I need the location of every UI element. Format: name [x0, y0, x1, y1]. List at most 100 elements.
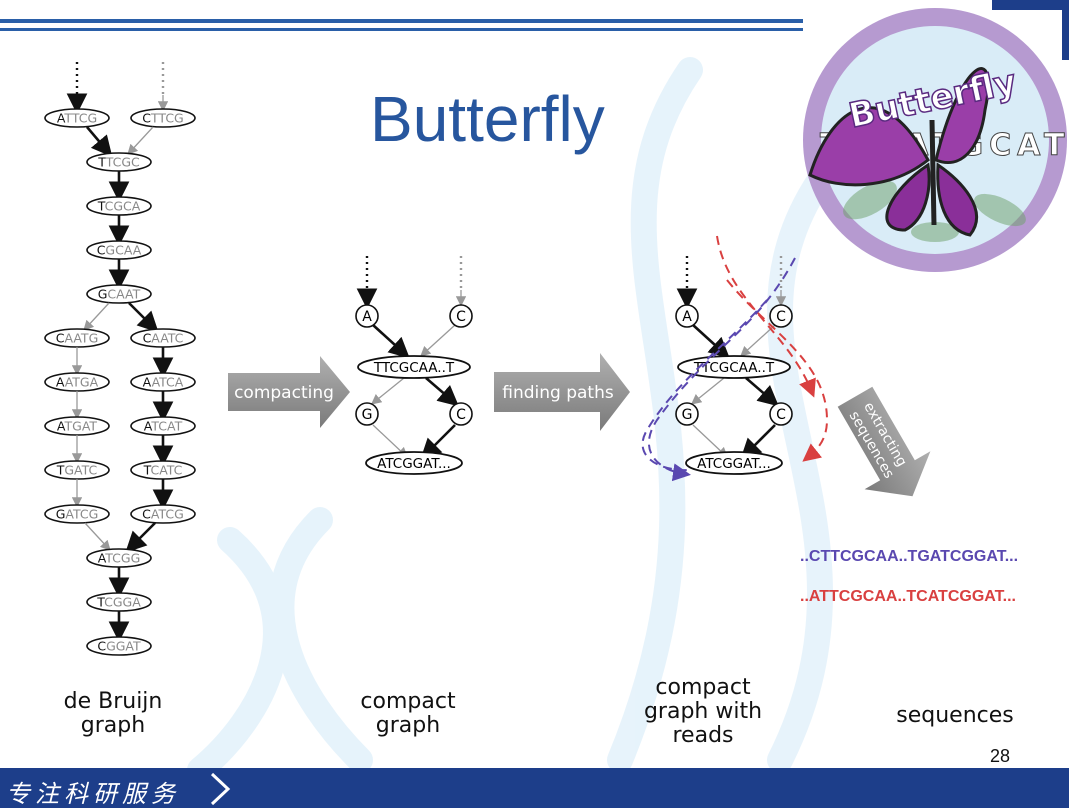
db-node-right-branch-1: AATCA: [130, 372, 196, 392]
footer-bar: [0, 768, 1069, 808]
red-read-path-2: [726, 279, 829, 462]
db-node-chain-bottom-2-ellipse: [86, 636, 152, 656]
db-node-right-top-ellipse: [130, 108, 196, 128]
db-node-left-branch-2-text: ATGAT: [57, 419, 97, 434]
compact-graph-edge: [370, 377, 405, 405]
compact-graph-edge: [425, 377, 459, 407]
reads-graph-node-c-bottom: [769, 402, 793, 426]
db-node-chain-bottom-2-text: CGGAT: [97, 639, 141, 654]
db-node-chain-top-2: CGCAA: [86, 240, 152, 260]
slide-title: Butterfly: [370, 83, 605, 155]
finding-paths-arrow-label: finding paths: [502, 383, 614, 403]
page-number: 28: [990, 746, 1011, 766]
reads-graph-edge: [740, 324, 776, 357]
compact-graph-node-c-top-text: C: [456, 309, 466, 325]
db-node-right-branch-1-text: AATCA: [143, 375, 184, 390]
compact-graph-node-bottom-text: ATCGGAT...: [377, 456, 451, 472]
compact-graph-node-a-text: A: [362, 309, 372, 325]
blue-read-path-1: [647, 257, 796, 482]
db-node-chain-top-1: TCGCA: [86, 196, 152, 216]
compact-graph-with-reads-label: compact graph with reads: [643, 675, 763, 748]
db-node-right-branch-3: TCATC: [130, 460, 196, 480]
footer-chevron-icon: [210, 772, 231, 806]
reads-graph-node-g-text: G: [682, 407, 693, 423]
db-node-chain-top-3: GCAAT: [86, 284, 152, 304]
db-node-chain-bottom-1: TCGGA: [86, 592, 152, 612]
db-edge: [86, 126, 113, 157]
reads-graph-edge: [692, 324, 730, 359]
db-node-left-branch-0-text: CAATG: [56, 331, 99, 346]
compact-graph-node-c-bottom: [449, 402, 473, 426]
db-node-right-top: CTTCG: [130, 108, 196, 128]
reads-graph-node-a-text: A: [682, 309, 692, 325]
de-bruijn-graph-label: de Bruijn graph: [63, 689, 163, 738]
db-node-left-branch-0: CAATG: [44, 328, 110, 348]
db-edge: [83, 302, 110, 331]
compact-graph: A C TTCGCAA..T G C ATCGGAT...: [355, 256, 473, 475]
db-edge: [84, 522, 111, 551]
compact-graph-edge: [372, 324, 410, 359]
compact-graph-with-reads: A C TTCGCAA..T G C ATCGGAT...: [641, 235, 829, 482]
db-node-left-top-ellipse: [44, 108, 110, 128]
db-node-left-top-text: ATTCG: [57, 111, 97, 126]
compacting-arrow: compacting: [228, 356, 350, 428]
db-node-left-top: ATTCG: [44, 108, 110, 128]
compact-graph-node-g-text: G: [362, 407, 373, 423]
db-node-chain-top-0-text: TTCGC: [97, 155, 140, 170]
blue-read-path-2: [641, 299, 768, 472]
reads-graph-node-mid-text: TTCGCAA..T: [693, 360, 775, 376]
butterfly-logo: TGCATGCAT Butterfly: [803, 8, 1067, 272]
db-node-chain-top-3-ellipse: [86, 284, 152, 304]
db-node-left-branch-3: TGATC: [44, 460, 110, 480]
db-node-left-branch-4: GATCG: [44, 504, 110, 524]
db-node-right-branch-4: CATCG: [130, 504, 196, 524]
db-node-chain-bottom-2: CGGAT: [86, 636, 152, 656]
db-edge: [128, 302, 159, 333]
reads-graph-node-c-top-text: C: [776, 309, 786, 325]
reads-graph-node-c-bottom-text: C: [776, 407, 786, 423]
extracting-arrow: extracting sequences: [837, 386, 931, 497]
compacting-arrow-label: compacting: [234, 383, 334, 403]
compact-graph-node-mid-text: TTCGCAA..T: [373, 360, 455, 376]
db-edge: [127, 126, 154, 155]
compact-graph-node-g: [355, 402, 379, 426]
compact-graph-node-bottom: [365, 451, 463, 475]
reads-graph-node-bottom-text: ATCGGAT...: [697, 456, 771, 472]
db-node-right-top-text: CTTCG: [142, 111, 183, 126]
compact-graph-node-c-top: [449, 304, 473, 328]
db-node-right-branch-0-text: CAATC: [143, 331, 184, 346]
red-sequence: ..ATTCGCAA..TCATCGGAT...: [800, 588, 1016, 605]
compact-graph-label: compact graph: [360, 689, 456, 738]
db-edge: [125, 522, 156, 553]
db-node-chain-top-1-text: TCGCA: [97, 199, 141, 214]
reads-graph-node-c-top: [769, 304, 793, 328]
compact-graph-node-c-bottom-text: C: [456, 407, 466, 423]
finding-paths-arrow: finding paths: [494, 353, 630, 431]
de-bruijn-graph: ATTCG CTTCG TTCGC TCGCA CGCAA GCAAT CAATG AATGA…: [44, 62, 196, 656]
compact-graph-node-mid: [357, 355, 471, 379]
compact-graph-edge: [420, 424, 456, 460]
reads-graph-node-g: [675, 402, 699, 426]
compact-graph-edge: [420, 324, 456, 357]
dna-watermark: [187, 57, 833, 783]
db-node-left-branch-4-ellipse: [44, 504, 110, 524]
db-node-right-branch-0: CAATC: [130, 328, 196, 348]
db-node-right-branch-4-ellipse: [130, 504, 196, 524]
db-node-left-branch-1: AATGA: [44, 372, 110, 392]
reads-graph-node-mid: [677, 355, 791, 379]
compact-graph-node-a: [355, 304, 379, 328]
reads-graph-edge: [690, 377, 725, 405]
db-node-chain-top-0: TTCGC: [86, 152, 152, 172]
db-node-chain-bottom-1-text: TCGGA: [96, 595, 141, 610]
db-node-left-branch-3-text: TGATC: [56, 463, 98, 478]
db-node-left-branch-4-text: GATCG: [56, 507, 99, 522]
reads-graph-edge: [745, 377, 779, 407]
header-lines: [0, 0, 1069, 60]
db-node-right-branch-3-text: TCATC: [143, 463, 183, 478]
db-node-chain-top-3-text: GCAAT: [98, 287, 141, 302]
db-node-left-branch-1-text: AATGA: [56, 375, 99, 390]
reads-graph-edge: [740, 424, 776, 460]
reads-graph-node-bottom: [685, 451, 783, 475]
db-node-chain-bottom-0-text: ATCGG: [98, 551, 141, 566]
